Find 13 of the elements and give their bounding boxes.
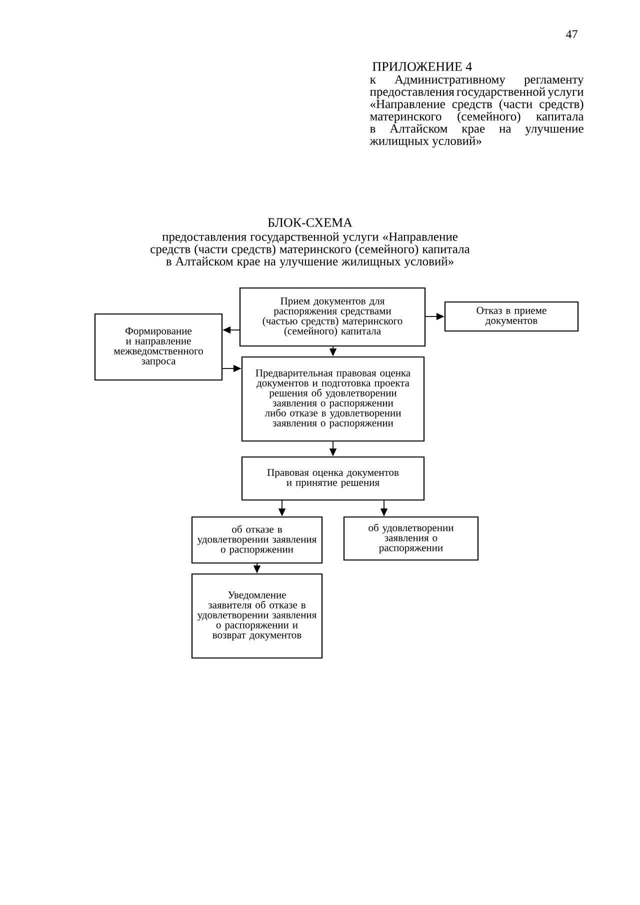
page-number: 47 xyxy=(566,30,578,38)
process-box: Прием документов для распоряжения средствами (частью средств) материнского (семейного) капитала xyxy=(239,287,426,347)
title: БЛОК-СХЕМА xyxy=(268,218,352,227)
process-box: Отказ в приеме документов xyxy=(444,301,579,332)
process-box: об отказе в удовлетворении заявления о распоряжении xyxy=(191,516,323,564)
subtitle: предоставления государственной услуги «Направление средств (части средств) материнского (семейного) капитала в Алтайском крае на улучшение жилищных условий» xyxy=(150,232,470,268)
process-box: Правовая оценка документов и принятие решения xyxy=(241,456,425,501)
process-box: Предварительная правовая оценка документов и подготовка проекта решения об удовлетворении заявления о распоряжении либо отказе в удовлетворении заявления о распоряжении xyxy=(241,356,425,442)
process-box: Формирование и направление межведомственного запроса xyxy=(94,313,223,381)
process-box: об удовлетворении заявления о распоряжении xyxy=(343,516,479,561)
process-box: Уведомление заявителя об отказе в удовлетворении заявления о распоряжении и возврат документов xyxy=(191,573,323,659)
appendix-heading: ПРИЛОЖЕНИЕ 4 xyxy=(372,62,472,71)
appendix-note: к Административному регламенту предоставления государственной услуги «Направление средств (части средств) материнского (семейного) капитала в Алтайском крае на улучшение жилищных условий» xyxy=(370,75,584,148)
